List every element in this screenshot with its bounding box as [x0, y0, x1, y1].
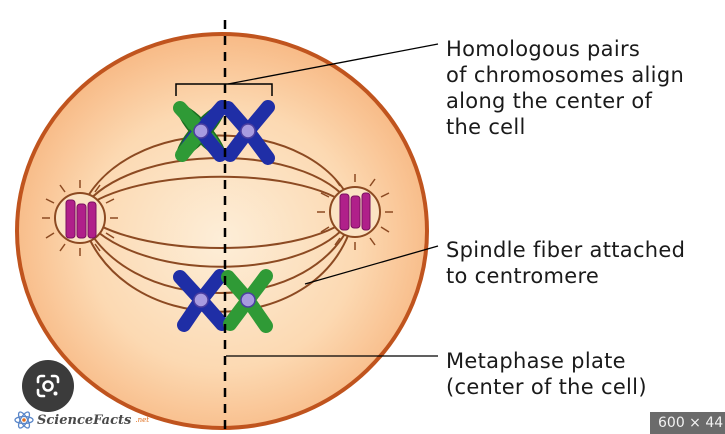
homologous-label-line-1: Homologous pairs — [446, 37, 641, 61]
metaphase-label-line-1: Metaphase plate — [446, 349, 626, 373]
right-centriole — [317, 174, 393, 250]
centromere-bottom-left — [193, 292, 209, 308]
brand-tld: .net — [135, 416, 150, 424]
metaphase-label-line-2: (center of the cell) — [446, 375, 647, 399]
leader-homologous — [227, 43, 439, 85]
spindle-label-line-1: Spindle fiber attached — [446, 238, 686, 262]
atom-icon — [14, 411, 34, 429]
centromere-top-right — [240, 123, 256, 139]
bottom-chromosome-pair — [173, 269, 273, 333]
centromere-bottom-right — [240, 292, 256, 308]
homologous-pairs-label: Homologous pairs of chromosomes align al… — [446, 36, 684, 140]
homologous-label-line-2: of chromosomes align — [446, 63, 685, 87]
brand-name: ScienceFacts — [37, 412, 132, 428]
cell-membrane — [15, 32, 429, 430]
metaphase-plate-label: Metaphase plate (center of the cell) — [446, 348, 647, 400]
homologous-label-line-3: along the center of — [446, 89, 653, 113]
spindle-fiber-label: Spindle fiber attached to centromere — [446, 237, 685, 289]
image-dimensions-badge: 600 × 44 — [650, 412, 725, 434]
spindle-label-line-2: to centromere — [446, 264, 600, 288]
left-centriole — [42, 180, 118, 256]
centromere-top-left — [193, 123, 209, 139]
google-lens-button[interactable] — [22, 360, 74, 412]
sciencefacts-logo: ScienceFacts .net — [14, 410, 149, 430]
leader-spindle — [304, 245, 439, 285]
homologous-label-line-4: the cell — [446, 115, 526, 139]
google-lens-icon — [36, 374, 60, 398]
